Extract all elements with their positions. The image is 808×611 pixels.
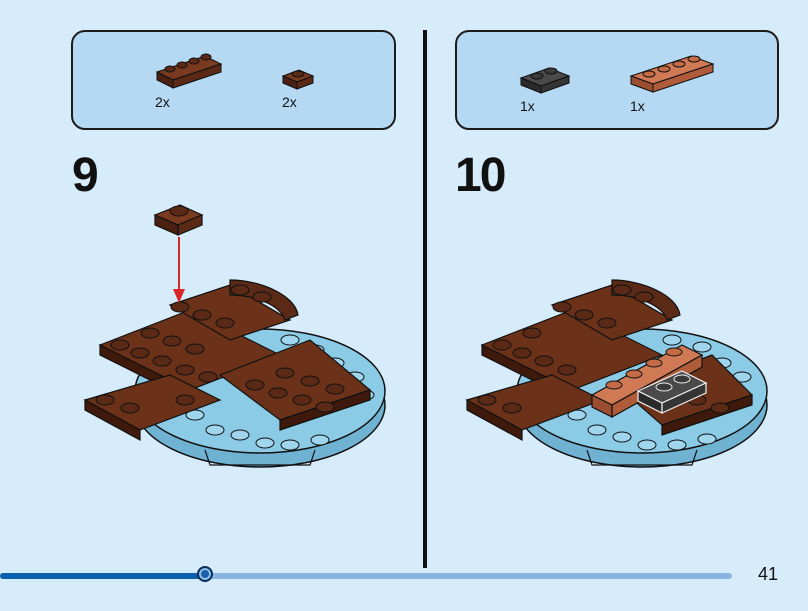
step-number: 10 [455, 149, 506, 202]
progress-knob [197, 566, 213, 582]
step-10-model-illustration [465, 279, 768, 468]
page-number: 41 [757, 564, 778, 584]
plate-1x2-grey-icon [519, 67, 571, 94]
part-quantity: 1x [630, 98, 645, 114]
step-10-parts-box: 1x 1x [455, 30, 779, 130]
progress-fill [0, 573, 205, 579]
step-9-model-illustration [83, 204, 386, 468]
progress-track [0, 573, 732, 579]
part-quantity: 1x [520, 98, 535, 114]
step-number: 9 [72, 149, 99, 202]
step-divider [423, 30, 427, 568]
step-9-parts-box: 2x 2x [71, 30, 396, 130]
part-quantity: 2x [155, 94, 170, 110]
plate-1x4-brown-icon [155, 53, 223, 89]
plate-1x1-brown-icon [281, 69, 315, 90]
plate-1x4-orange-icon [629, 55, 715, 93]
part-quantity: 2x [282, 94, 297, 110]
